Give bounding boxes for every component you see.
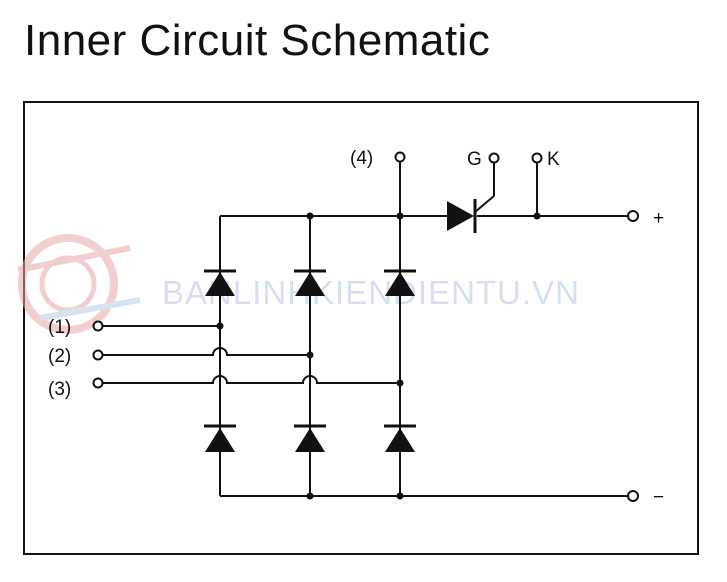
negative-label: − bbox=[653, 487, 664, 508]
gate-label: G bbox=[467, 149, 482, 170]
schematic-frame bbox=[23, 101, 699, 555]
cathode-label: K bbox=[547, 149, 560, 170]
cathode-terminal-node bbox=[531, 152, 543, 164]
watermark-logo bbox=[17, 234, 141, 334]
input-2-terminal-node bbox=[92, 349, 104, 361]
input-1-terminal-node bbox=[92, 320, 104, 332]
positive-terminal-node bbox=[627, 210, 639, 222]
input-3-label: (3) bbox=[48, 379, 71, 400]
gate-terminal-node bbox=[488, 152, 500, 164]
negative-terminal-node bbox=[627, 490, 639, 502]
page-title: Inner Circuit Schematic bbox=[24, 16, 491, 65]
bridge-column-1 bbox=[204, 216, 236, 496]
terminal-4-label: (4) bbox=[350, 148, 373, 169]
positive-label: + bbox=[653, 208, 664, 229]
input-1-label: (1) bbox=[48, 317, 71, 338]
bridge-column-3 bbox=[384, 216, 416, 496]
input-3-terminal-node bbox=[92, 377, 104, 389]
input-2-label: (2) bbox=[48, 346, 71, 367]
thyristor-symbol bbox=[447, 163, 495, 233]
terminal-4-node bbox=[394, 151, 406, 163]
